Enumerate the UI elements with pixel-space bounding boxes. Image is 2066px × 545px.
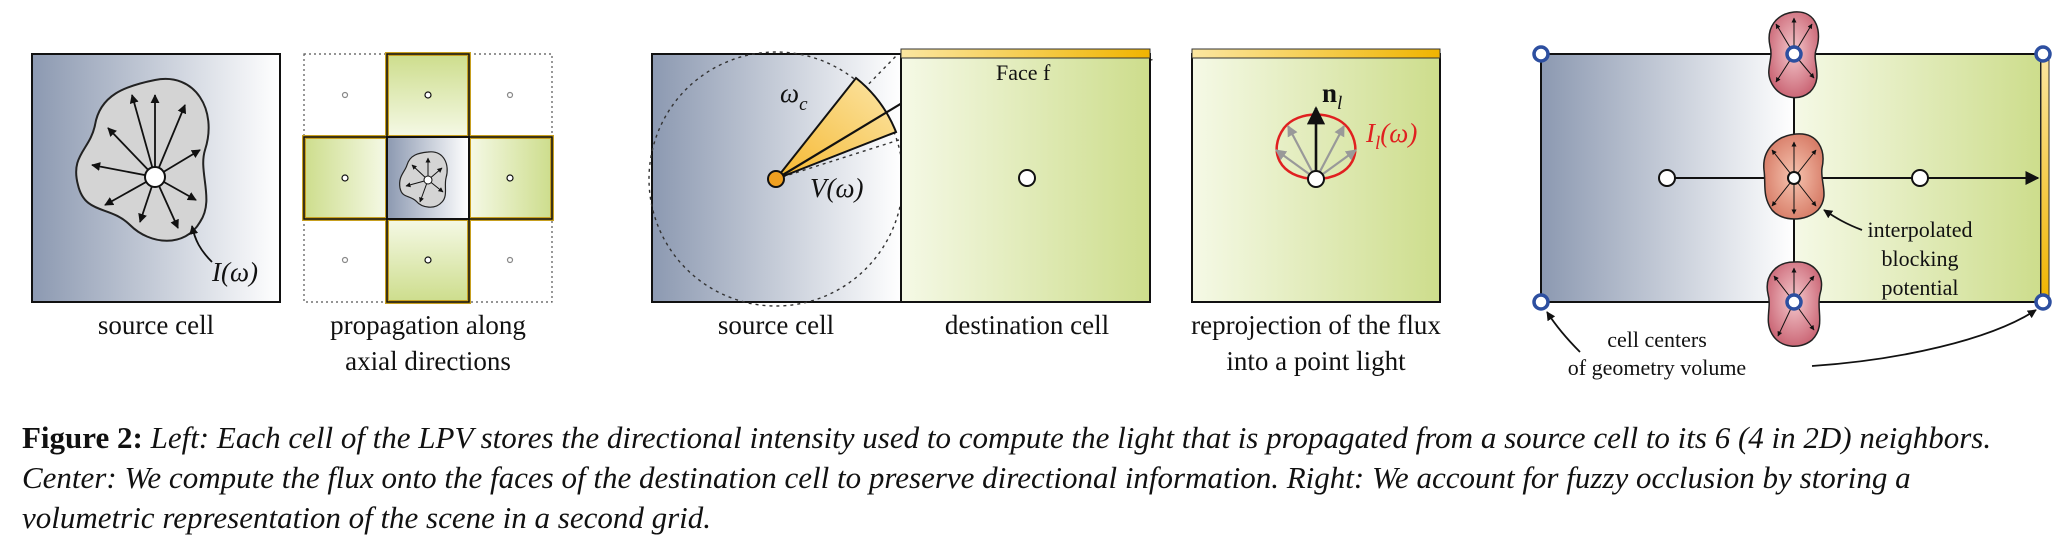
geometry-node [1785,45,1803,63]
normal-label: nl [1322,78,1342,114]
geometry-volume-panel: interpolated blocking potential cell cen… [1532,11,2052,380]
omega-c-label: ωc [780,78,808,115]
cell-centers-label-line1: cell centers [1607,327,1707,352]
geometry-node [2034,45,2052,63]
destination-cell-label: destination cell [945,310,1109,340]
center-source-cell: ωc V(ω) [648,51,1155,307]
geometry-node [1532,45,1550,63]
figure-illustration: I(ω) source cell [31,11,2052,380]
reprojection-label-line2: into a point light [1226,346,1406,376]
right-face [2040,53,2050,303]
propagation-label-line1: propagation along [330,310,526,340]
figure-caption: Figure 2: Left: Each cell of the LPV sto… [22,418,2046,538]
figure-number: Figure 2: [22,420,143,455]
interpolated-label-line1: interpolated [1867,217,1972,242]
cell-centers-label-line2: of geometry volume [1568,355,1746,380]
solid-angle-cone [772,76,898,182]
geometry-node [1785,293,1803,311]
face-f [900,48,1151,59]
left-source-cell-label: source cell [98,310,214,340]
geometry-node [2034,293,2052,311]
visibility-label: V(ω) [810,173,864,203]
intensity-label: I(ω) [211,257,258,287]
left-source-cell: I(ω) [31,53,281,303]
geometry-node [1532,293,1550,311]
reprojection-cell: nl Il(ω) [1191,48,1441,303]
center-source-cell-label: source cell [718,310,834,340]
propagation-label-line2: axial directions [345,346,511,376]
destination-cell: Face f [900,48,1151,303]
interpolated-label-line2: blocking [1882,246,1959,271]
reprojection-label-line1: reprojection of the flux [1191,310,1441,340]
caption-text: Left: Each cell of the LPV stores the di… [22,420,1992,535]
interpolated-label-line3: potential [1882,275,1959,300]
face-label: Face f [996,60,1051,85]
propagation-grid [302,52,554,304]
reprojected-intensity-label: Il(ω) [1365,118,1417,154]
